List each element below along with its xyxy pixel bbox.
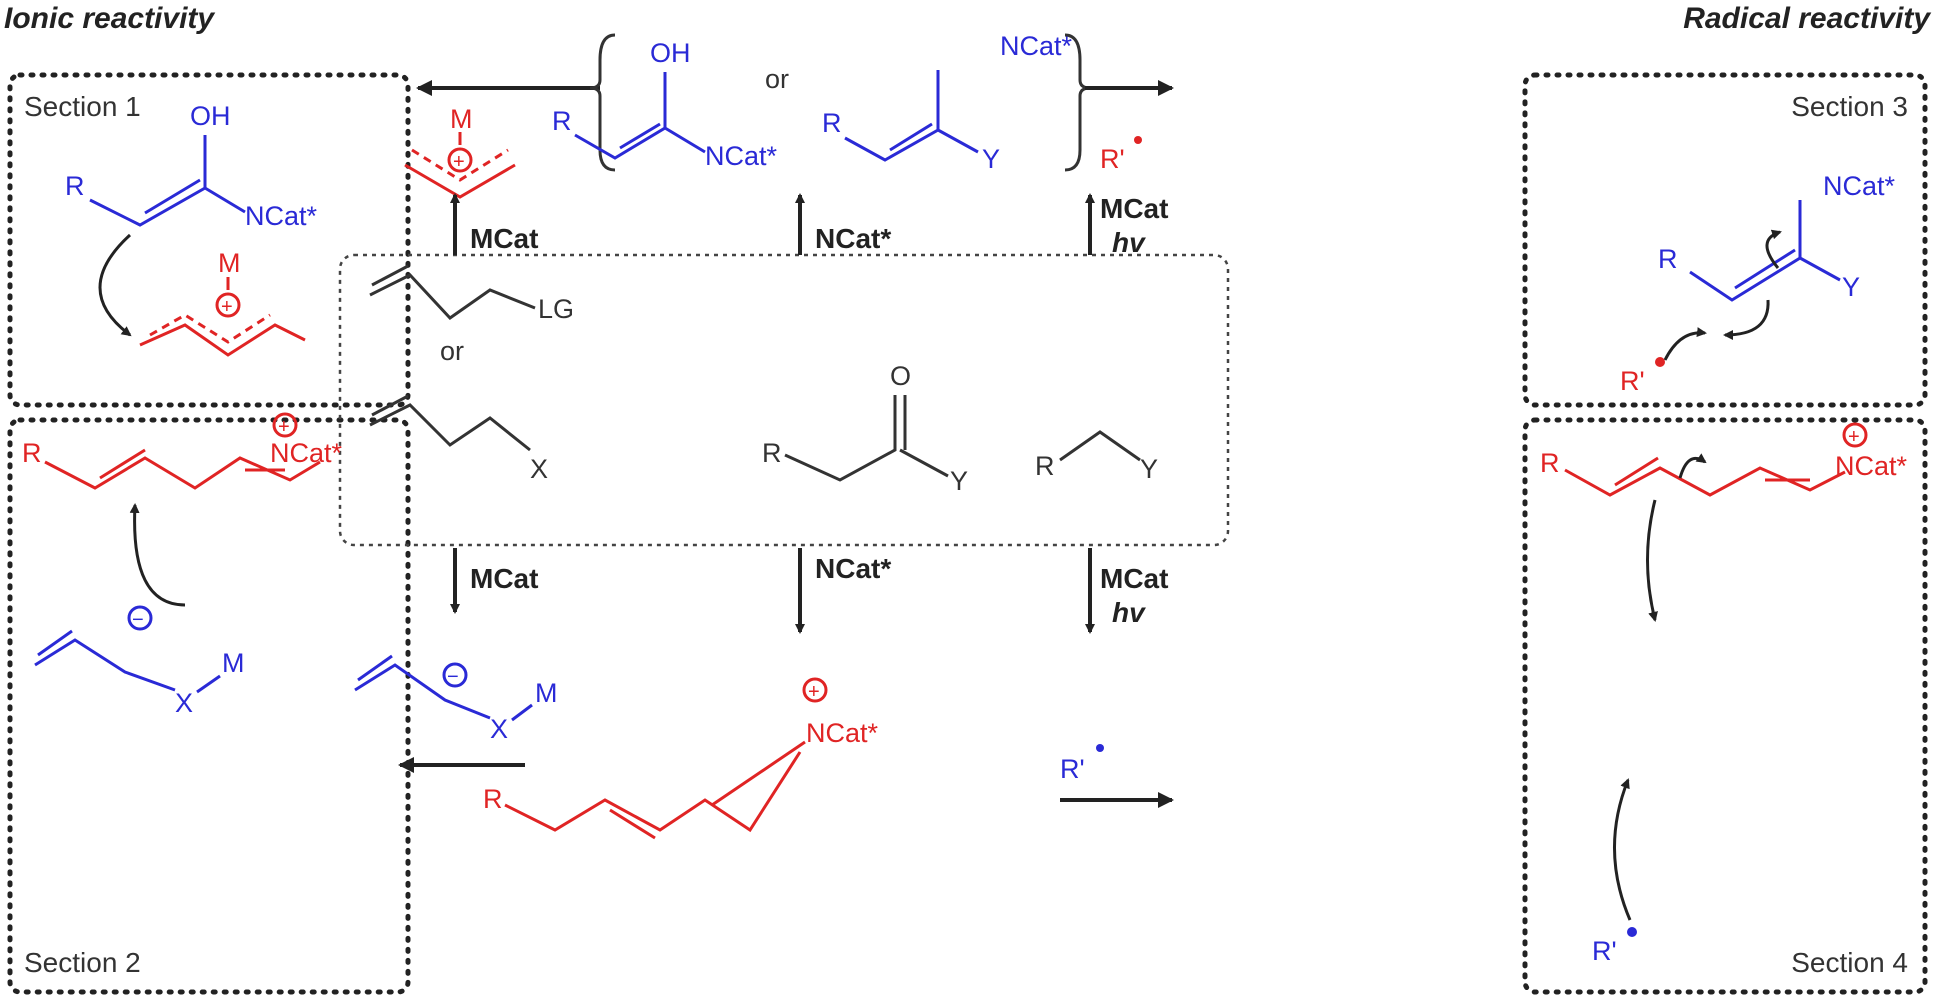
section-1-box — [7, 72, 411, 408]
section-4-label: Section 4 — [1791, 947, 1908, 978]
or-text: or — [765, 64, 789, 94]
curved-arrow-section-1 — [98, 233, 132, 337]
atom-label: R — [822, 108, 842, 138]
atom-label: X — [530, 454, 548, 484]
charge-minus: − — [132, 609, 144, 631]
atom-label: M — [218, 248, 241, 278]
section-2-iminium: R NCat* + — [22, 412, 343, 490]
half-arrow-section-4-a — [1678, 453, 1707, 479]
atom-label: M — [450, 104, 473, 134]
condition-hv-up: hv — [1112, 227, 1146, 258]
condition-ncat-down: NCat* — [815, 553, 891, 584]
section-2-label: Section 2 — [24, 947, 141, 978]
atom-label: X — [175, 688, 193, 718]
allyl-metal-cation-top: M + — [404, 104, 516, 199]
atom-label: R — [1035, 451, 1055, 481]
enamine-intermediate: NCat* R Y — [822, 31, 1073, 174]
atom-label: R — [1540, 448, 1560, 478]
atom-label: OH — [650, 38, 691, 68]
radical-bottom: R' — [1060, 744, 1104, 784]
section-4-box — [1522, 417, 1928, 995]
section-2-allyl-anion: − X M — [34, 605, 245, 718]
atom-label: NCat* — [1000, 31, 1073, 61]
atom-label: R — [762, 438, 782, 468]
section-2-box — [7, 417, 411, 995]
atom-label: Y — [950, 466, 968, 496]
charge-plus: + — [453, 151, 465, 173]
atom-label: M — [535, 678, 558, 708]
iminium-bottom: R NCat* + — [483, 677, 879, 840]
atom-label: R — [65, 171, 85, 201]
section-3-enamine: NCat* R Y — [1658, 171, 1896, 302]
alkyl-y-substrate: R Y — [1035, 430, 1158, 484]
curved-arrow-section-2 — [129, 503, 186, 607]
radical-top: R' — [1100, 136, 1142, 174]
charge-plus: + — [808, 681, 820, 703]
section-1-enol: R OH NCat* — [65, 101, 318, 231]
charge-minus: − — [447, 666, 459, 688]
section-1-label: Section 1 — [24, 91, 141, 122]
atom-label: R' — [1620, 366, 1645, 396]
ionic-reactivity-header: Ionic reactivity — [4, 2, 215, 35]
section-1-allyl-cation: M + — [139, 248, 306, 357]
atom-label: NCat* — [1823, 171, 1896, 201]
atom-label: Y — [1140, 454, 1158, 484]
substrates-box — [338, 253, 1230, 547]
allyl-x-substrate: X — [369, 394, 548, 484]
condition-ncat-up: NCat* — [815, 223, 891, 254]
condition-mcat-up-radical: MCat — [1100, 193, 1168, 224]
condition-mcat-up: MCat — [470, 223, 538, 254]
atom-label: NCat* — [705, 141, 778, 171]
half-arrow-section-3-a — [1765, 229, 1782, 269]
section-4-radical: R' — [1592, 927, 1637, 966]
condition-mcat-down-radical: MCat — [1100, 563, 1168, 594]
half-arrow-section-4-c — [1613, 778, 1632, 921]
left-brace — [589, 33, 616, 172]
atom-label: LG — [538, 294, 574, 324]
allyl-lg-substrate: LG — [369, 264, 574, 324]
atom-label: R — [1658, 244, 1678, 274]
charge-plus: + — [278, 416, 290, 438]
section-4-iminium: R NCat* + — [1540, 422, 1908, 497]
atom-label: Y — [1842, 272, 1860, 302]
condition-mcat-down: MCat — [470, 563, 538, 594]
atom-label: NCat* — [806, 718, 879, 748]
atom-label: M — [222, 648, 245, 678]
enol-intermediate: R OH NCat* — [552, 38, 778, 171]
atom-label: R' — [1100, 144, 1125, 174]
atom-label: NCat* — [1835, 451, 1908, 481]
allyl-anion-bottom: − X M — [354, 654, 558, 744]
condition-hv-down: hv — [1112, 597, 1146, 628]
radical-reactivity-header: Radical reactivity — [1683, 2, 1931, 35]
atom-label: Y — [982, 144, 1000, 174]
atom-label: NCat* — [245, 201, 318, 231]
atom-label: R' — [1592, 936, 1617, 966]
section-3-label: Section 3 — [1791, 91, 1908, 122]
carbonyl-substrate: R O Y — [762, 361, 968, 496]
atom-label: R — [22, 438, 42, 468]
atom-label: OH — [190, 101, 231, 131]
atom-label: NCat* — [270, 438, 343, 468]
half-arrow-section-3-b — [1723, 299, 1770, 340]
atom-label: X — [490, 714, 508, 744]
half-arrow-section-4-b — [1646, 499, 1658, 622]
half-arrow-section-3-c — [1663, 327, 1707, 361]
atom-label: R' — [1060, 754, 1085, 784]
charge-plus: + — [221, 296, 233, 318]
section-3-box — [1522, 72, 1928, 408]
atom-label: O — [890, 361, 911, 391]
section-3-radical: R' — [1620, 357, 1665, 396]
atom-label: R — [552, 106, 572, 136]
charge-plus: + — [1848, 426, 1860, 448]
or-text-center: or — [440, 336, 464, 366]
atom-label: R — [483, 784, 503, 814]
